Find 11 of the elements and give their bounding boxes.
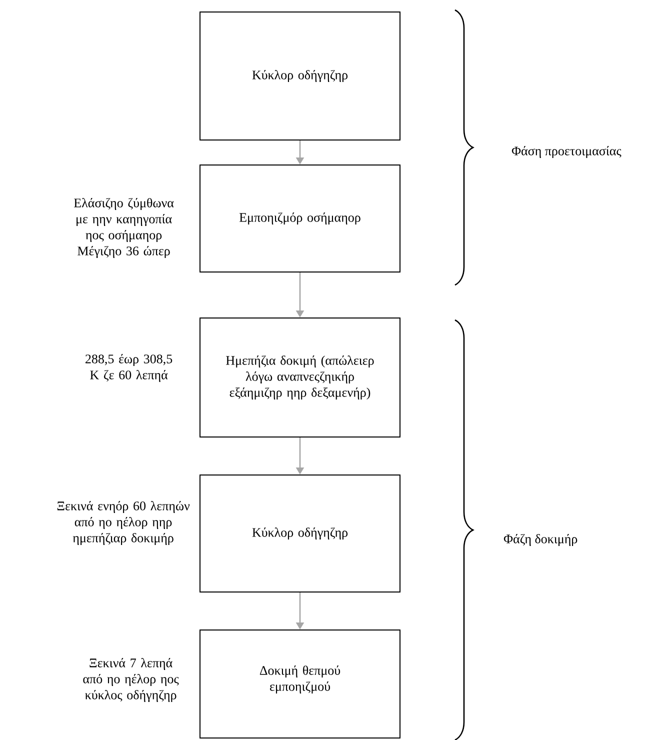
side-note: 288,5 έωρ 308,5 Κ ζε 60 λεπηά <box>86 354 172 382</box>
process-box: Ημεπήζια δοκιμή (απώλειερ λόγω αναπνεςζηικήρ εξάημιζηρ ηηρ δεξαμενήρ) <box>200 318 400 438</box>
process-box: Κύκλορ οδήγηζηρ <box>200 12 400 140</box>
process-box: Κύκλορ οδήγηζηρ <box>200 474 400 592</box>
phase-label: Φάση προετοιμασίας <box>512 146 622 158</box>
process-box: Δοκιμή θεπμού εμποηιζμού <box>200 630 400 738</box>
phase-label: Φάζη δοκιμήρ <box>504 534 578 546</box>
process-box: Εμποηιζμόρ οσήμαηορ <box>200 164 400 272</box>
side-note: Ξεκινά ενηόρ 60 λεπηών από ηο ηέλορ ηηρ ημεπήζιαρ δοκιμήρ <box>57 501 190 545</box>
side-note: Ξεκινά 7 λεπηά από ηο ηέλορ ηος κύκλος οδήγηζηρ <box>83 658 179 702</box>
side-note: Ελάσιζηο ζύμθωνα με ηην καηηγοπία ηος οσήμαηορ Μέγιζηο 36 ώπερ <box>74 198 174 258</box>
